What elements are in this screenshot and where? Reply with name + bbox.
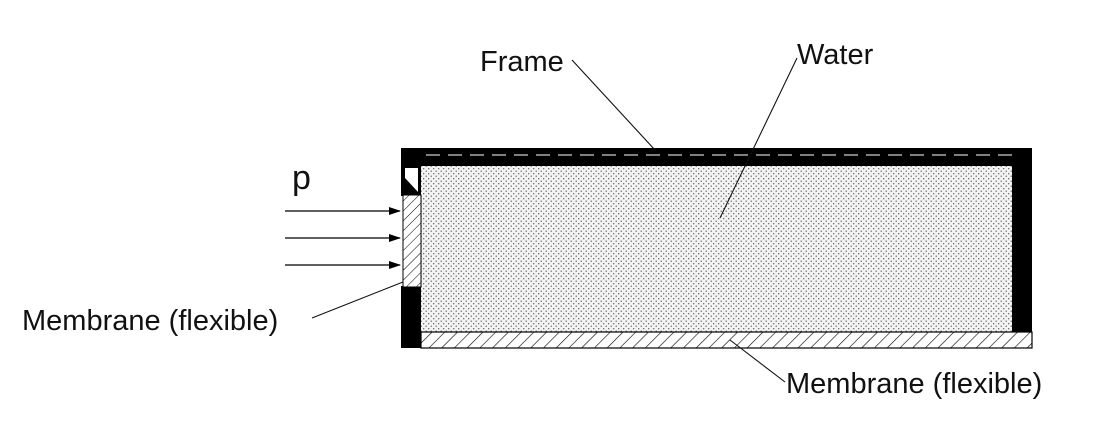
pressure-label: p [292,159,311,197]
frame-top-bar [401,148,1032,166]
membrane-left-label: Membrane (flexible) [22,305,278,337]
water-region [421,166,1012,332]
water-leader-line [719,57,798,219]
frame-left-upper-bevel [405,168,418,192]
leader-lines [311,57,798,383]
membrane-bottom [420,331,1033,349]
membrane-left-leader-line [311,281,404,319]
membrane-bottom-leader-line [729,339,786,383]
frame-label: Frame [480,46,564,78]
frame-left-lower [401,286,421,348]
water-label: Water [797,39,874,71]
membrane-left [402,194,422,288]
pressure-arrows [285,207,401,269]
frame-right-bar [1012,148,1032,334]
frame-leader-line [571,59,656,151]
membrane-bottom-label: Membrane (flexible) [786,368,1042,400]
frame [401,148,1032,348]
